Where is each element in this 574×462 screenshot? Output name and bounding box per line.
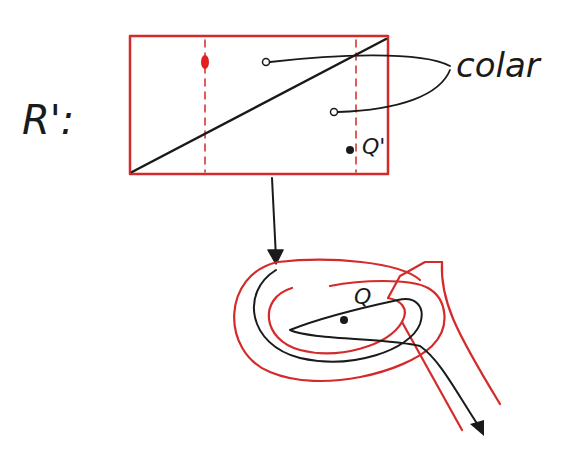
leader-line [338, 70, 450, 112]
point-label: Q' [362, 136, 385, 158]
image-curve [254, 270, 478, 425]
figure-label: R': [22, 100, 74, 140]
band-outline [388, 262, 442, 298]
point-label: Q [354, 286, 371, 308]
band-outline [234, 262, 444, 381]
point [201, 55, 209, 69]
band-outline [269, 288, 405, 353]
point [340, 316, 348, 324]
diagonal-line [132, 39, 386, 172]
leader-line [270, 55, 450, 66]
rectangle-outline [130, 36, 388, 174]
leader-end [331, 109, 338, 116]
callout-label: colar [456, 48, 540, 82]
dashed-line [355, 40, 357, 172]
point [346, 146, 354, 154]
leader-end [263, 59, 270, 66]
arrowhead [470, 420, 484, 436]
map-arrow [272, 178, 276, 258]
band-outline [402, 322, 462, 430]
